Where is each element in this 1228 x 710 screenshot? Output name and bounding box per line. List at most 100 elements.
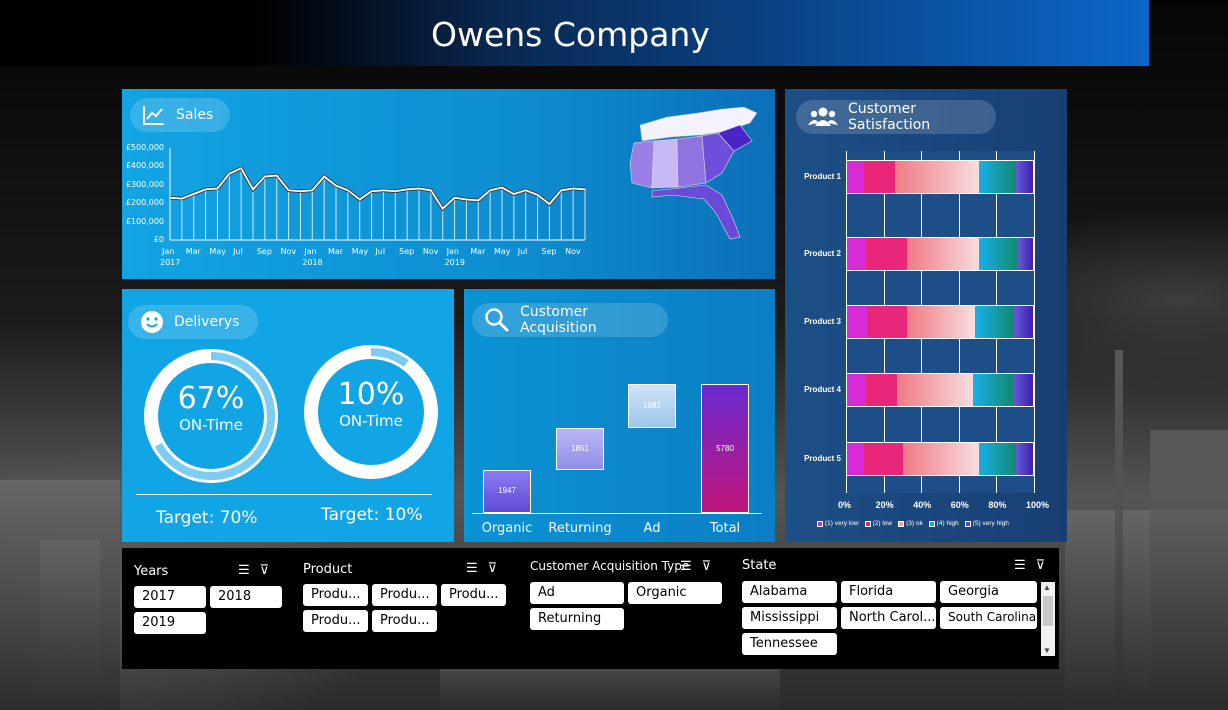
scroll-thumb[interactable] — [1043, 596, 1053, 626]
satisfaction-category: Product 2 — [804, 248, 841, 258]
southeast-us-map — [629, 106, 758, 240]
sales-point — [240, 167, 242, 170]
acq-type-item-organic[interactable]: Organic — [628, 582, 722, 604]
donut-value-arc-fill — [370, 348, 409, 367]
multi-select-icon[interactable]: ☰ — [466, 560, 478, 575]
donut-value-arc-fill — [154, 352, 275, 480]
sales-point — [584, 188, 586, 191]
clear-filter-icon[interactable]: ⊽ — [487, 560, 498, 575]
state-item[interactable]: Tennessee — [742, 633, 837, 655]
sales-point — [501, 186, 503, 189]
sales-line-chart — [169, 148, 586, 241]
legend-swatch — [864, 520, 871, 527]
waterfall-category: Organic — [481, 521, 533, 536]
search-icon — [485, 308, 509, 332]
waterfall-bar: 5780 — [701, 384, 749, 513]
waterfall-category: Ad — [643, 521, 661, 536]
multi-select-icon[interactable]: ☰ — [1014, 557, 1026, 572]
legend-label: (1) very low — [825, 520, 859, 527]
product-item[interactable]: Produ... — [303, 584, 368, 606]
donut-1-percent: 67% — [177, 381, 245, 416]
deliveries-panel: Deliverys 67% ON-Time 10% ON-Time Target… — [122, 289, 454, 542]
sales-point — [204, 188, 207, 191]
grid-line — [1034, 151, 1035, 493]
multi-select-icon[interactable]: ☰ — [680, 558, 692, 573]
years-item-2017[interactable]: 2017 — [134, 586, 206, 608]
waterfall-category: Total — [709, 521, 741, 536]
legend-item: (3) ok — [898, 520, 923, 527]
waterfall-category: Returning — [548, 521, 612, 536]
state-scrollbar[interactable]: ▲ ▼ — [1041, 582, 1055, 656]
sales-point — [181, 197, 183, 200]
sales-y-tick: £400,000 — [125, 161, 164, 171]
donut-1-target: Target: 70% — [156, 508, 258, 528]
sales-x-tick: Jul — [517, 247, 528, 256]
sales-y-tick: £300,000 — [125, 179, 164, 189]
product-item[interactable]: Produ... — [441, 584, 506, 606]
product-item[interactable]: Produ... — [372, 610, 437, 632]
satisfaction-category: Product 1 — [804, 172, 841, 182]
sales-x-tick: Mar — [470, 247, 486, 256]
sales-title: Sales — [176, 107, 214, 123]
acq-type-item-returning[interactable]: Returning — [530, 608, 624, 630]
line-chart-icon — [143, 106, 164, 125]
legend-item: (4) high — [928, 520, 959, 527]
satisfaction-category: Product 5 — [804, 453, 841, 463]
satisfaction-segment — [863, 442, 903, 475]
legend-swatch — [964, 520, 971, 527]
donut-2-sublabel: ON-Time — [339, 412, 403, 430]
satisfaction-segment — [906, 306, 976, 338]
clear-filter-icon[interactable]: ⊽ — [259, 562, 270, 577]
deliveries-title: Deliverys — [174, 314, 240, 330]
years-item-2018[interactable]: 2018 — [210, 586, 282, 608]
donut-2-percent: 10% — [337, 377, 405, 412]
sales-x-tick: Jan — [446, 247, 459, 256]
state-item[interactable]: Georgia — [940, 581, 1037, 603]
on-time-donut-2 — [304, 345, 438, 479]
sales-x-tick: May — [351, 247, 369, 256]
satisfaction-x-tick: 100% — [1026, 500, 1050, 510]
product-item[interactable]: Produ... — [372, 584, 437, 606]
product-item[interactable]: Produ... — [303, 610, 368, 632]
state-item[interactable]: Mississippi — [742, 607, 837, 629]
clear-filter-icon[interactable]: ⊽ — [1035, 557, 1046, 572]
acquisition-title: Customer Acquisition — [520, 304, 597, 336]
state-item[interactable]: Alabama — [742, 581, 837, 603]
acq-type-slicer-title: Customer Acquisition Type — [530, 559, 690, 573]
sales-year-label: 2017 — [160, 258, 181, 267]
satisfaction-category: Product 4 — [804, 385, 841, 395]
sales-point — [430, 189, 432, 192]
scroll-up-icon[interactable]: ▲ — [1043, 583, 1051, 592]
legend-label: (5) very high — [972, 520, 1009, 527]
satisfaction-legend: (1) very low(2) low(3) ok(4) high(5) ver… — [817, 520, 1009, 527]
sales-point — [513, 193, 515, 195]
state-item[interactable]: South Carolina — [940, 607, 1037, 629]
satisfaction-segment — [1014, 306, 1033, 338]
state-slicer-controls: ☰ ⊽ — [1014, 557, 1045, 573]
sales-x-tick: Mar — [328, 247, 344, 256]
sales-x-tick: May — [494, 247, 511, 256]
divider — [136, 494, 432, 495]
building — [40, 540, 100, 710]
sales-year-label: 2019 — [444, 258, 465, 267]
donut-2-target: Target: 10% — [321, 505, 423, 525]
state-item[interactable]: Florida — [841, 581, 936, 603]
state-item[interactable]: North Carol... — [841, 607, 936, 629]
scroll-down-icon[interactable]: ▼ — [1043, 646, 1051, 655]
sales-x-tick: Mar — [185, 247, 201, 256]
sales-x-tick: Nov — [565, 247, 581, 256]
sales-point — [453, 196, 456, 199]
multi-select-icon[interactable]: ☰ — [238, 562, 250, 577]
building — [1150, 430, 1228, 710]
acq-type-item-ad[interactable]: Ad — [530, 582, 624, 604]
clear-filter-icon[interactable]: ⊽ — [701, 558, 712, 573]
years-item-2019[interactable]: 2019 — [134, 612, 206, 634]
acquisition-header: Customer Acquisition — [472, 303, 668, 337]
satisfaction-segment — [1012, 374, 1033, 407]
sales-point — [264, 175, 266, 178]
antenna — [1115, 350, 1123, 710]
satisfaction-segment — [863, 161, 896, 194]
sales-point — [169, 196, 171, 199]
satisfaction-x-tick: 80% — [988, 500, 1007, 510]
